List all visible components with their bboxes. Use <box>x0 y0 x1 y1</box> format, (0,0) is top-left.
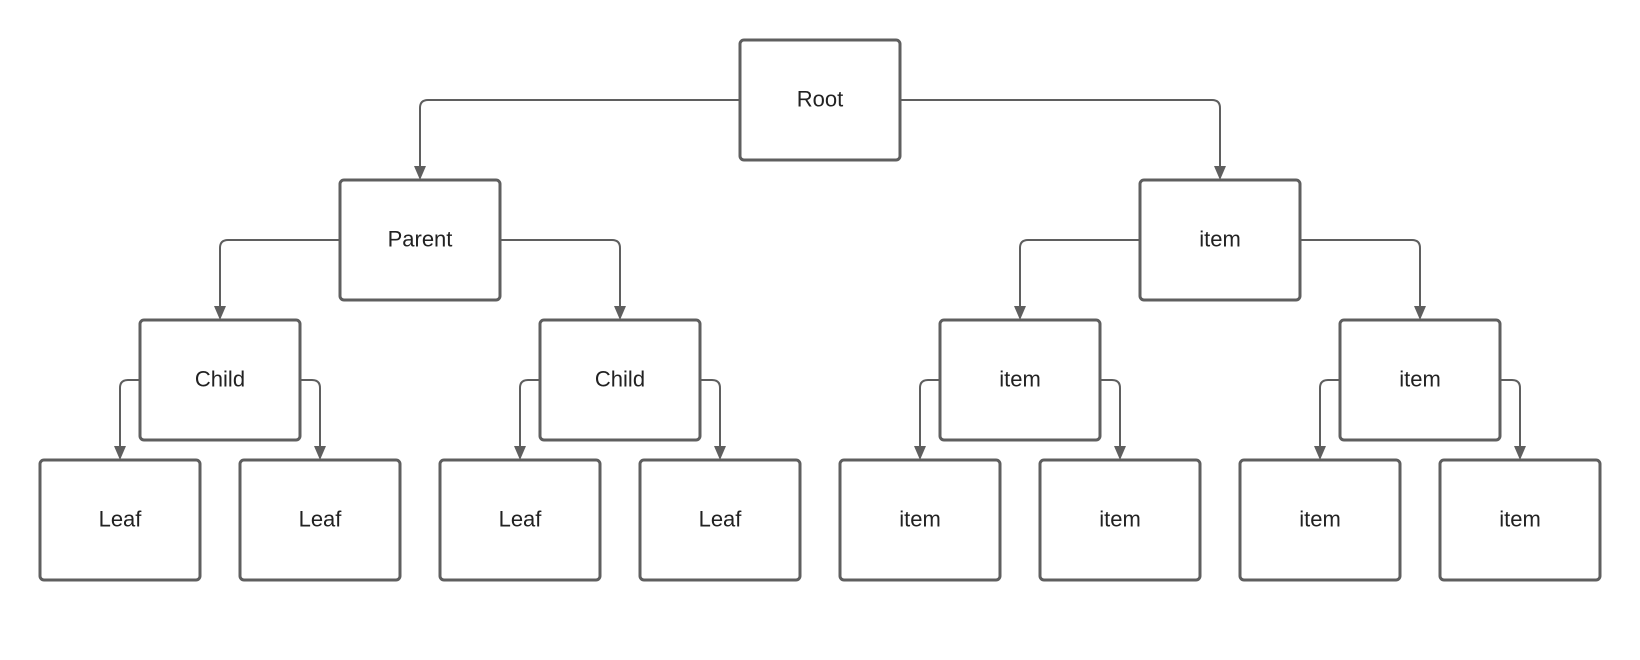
node-root[interactable]: Root <box>738 38 902 162</box>
node-label: Child <box>195 367 245 392</box>
node-label: Leaf <box>299 507 343 532</box>
connector-arrow <box>1014 239 1140 320</box>
node-label: item <box>1499 507 1541 532</box>
node-label: item <box>1399 367 1441 392</box>
connector-arrow <box>214 239 340 320</box>
node-item[interactable]: item <box>1338 318 1502 442</box>
connector-arrow <box>414 99 740 180</box>
connector-arrow <box>1314 379 1340 460</box>
node-label: item <box>999 367 1041 392</box>
node-label: item <box>1199 227 1241 252</box>
node-label: Child <box>595 367 645 392</box>
node-label: Parent <box>388 227 453 252</box>
node-label: Leaf <box>499 507 543 532</box>
node-item[interactable]: item <box>1238 458 1402 582</box>
node-label: Leaf <box>699 507 743 532</box>
node-item[interactable]: item <box>1138 178 1302 302</box>
node-label: Leaf <box>99 507 143 532</box>
connectors <box>114 99 1526 460</box>
node-item[interactable]: item <box>938 318 1102 442</box>
node-leaf[interactable]: Leaf <box>638 458 802 582</box>
connector-arrow <box>514 379 540 460</box>
node-leaf[interactable]: Leaf <box>438 458 602 582</box>
node-leaf[interactable]: Leaf <box>38 458 202 582</box>
node-label: item <box>899 507 941 532</box>
connector-arrow <box>114 379 140 460</box>
node-child[interactable]: Child <box>138 318 302 442</box>
node-label: Root <box>797 87 843 112</box>
node-parent[interactable]: Parent <box>338 178 502 302</box>
connector-arrow <box>700 379 726 460</box>
nodes: Root Parent item Child Child item item <box>38 38 1602 582</box>
node-label: item <box>1299 507 1341 532</box>
node-item[interactable]: item <box>1038 458 1202 582</box>
connector-arrow <box>1100 379 1126 460</box>
connector-arrow <box>1300 239 1426 320</box>
connector-arrow <box>914 379 940 460</box>
connector-arrow <box>1500 379 1526 460</box>
node-label: item <box>1099 507 1141 532</box>
connector-arrow <box>900 99 1226 180</box>
node-item[interactable]: item <box>838 458 1002 582</box>
node-child[interactable]: Child <box>538 318 702 442</box>
connector-arrow <box>500 239 626 320</box>
node-leaf[interactable]: Leaf <box>238 458 402 582</box>
node-item[interactable]: item <box>1438 458 1602 582</box>
connector-arrow <box>300 379 326 460</box>
